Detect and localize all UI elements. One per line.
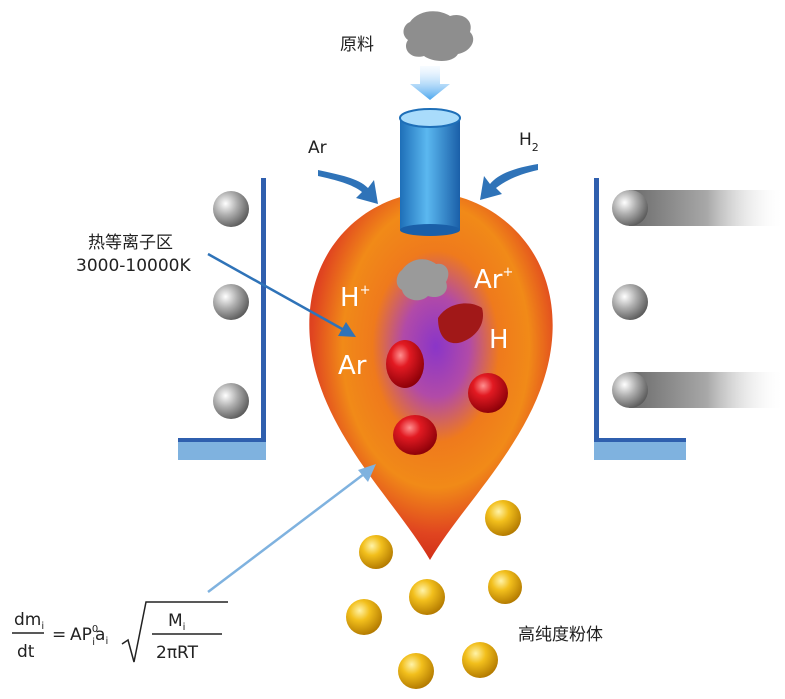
coil-bar-right-base [594, 438, 686, 460]
label-ar-atom: Ar [338, 351, 367, 381]
powder-particle [409, 579, 445, 615]
powder-particle [346, 599, 382, 635]
coil-ball [612, 284, 648, 320]
coil-bar-left-vertical [261, 178, 266, 443]
label-ar-plus: Ar+ [474, 265, 513, 295]
label-h-plus: H+ [340, 283, 370, 313]
svg-text:Mi: Mi [168, 611, 185, 633]
pointer-line-formula [207, 473, 365, 593]
molten-droplet [468, 373, 508, 413]
label-plasma-zone: 热等离子区 [88, 233, 173, 253]
coil-tube [629, 190, 785, 226]
raw-material-icon [403, 11, 474, 61]
coil-ball [213, 383, 249, 419]
coil-ball [612, 372, 648, 408]
powder-particle [488, 570, 522, 604]
pointer-head-plasma [338, 322, 356, 337]
ar-inflow-arrow-icon [318, 170, 378, 204]
label-h2-gas: H2 [519, 130, 539, 154]
pointer-head-formula [358, 464, 376, 482]
raw-particle-icon [396, 259, 449, 301]
pointer-line-plasma [207, 252, 345, 332]
square-root-sign [121, 601, 228, 663]
powder-particle [359, 535, 393, 569]
melting-particle-icon [438, 303, 484, 344]
coil-ball [213, 191, 249, 227]
coil-ball [612, 190, 648, 226]
molten-droplet [386, 340, 424, 388]
label-product: 高纯度粉体 [518, 625, 603, 645]
feed-arrow-icon [410, 66, 450, 100]
label-ar-gas: Ar [308, 138, 327, 158]
coil-frame-right [594, 178, 785, 460]
coil-bar-left-base [178, 438, 266, 460]
powder-particle [398, 653, 434, 689]
svg-text:2πRT: 2πRT [156, 643, 199, 663]
injection-nozzle [399, 108, 461, 236]
label-h-atom: H [489, 325, 509, 355]
coil-ball [213, 284, 249, 320]
svg-text:dmi: dmi [14, 610, 44, 632]
svg-text:dt: dt [17, 642, 35, 662]
coil-frame-left [178, 178, 266, 460]
powder-particle [462, 642, 498, 678]
molten-droplet [393, 415, 437, 455]
powder-particle [485, 500, 521, 536]
svg-text:=: = [52, 625, 66, 645]
label-plasma-temp: 3000-10000K [76, 256, 191, 276]
coil-tube [629, 372, 785, 408]
coil-bar-right-vertical [594, 178, 599, 443]
h2-inflow-arrow-icon [480, 164, 538, 200]
label-raw-material: 原料 [340, 35, 374, 55]
